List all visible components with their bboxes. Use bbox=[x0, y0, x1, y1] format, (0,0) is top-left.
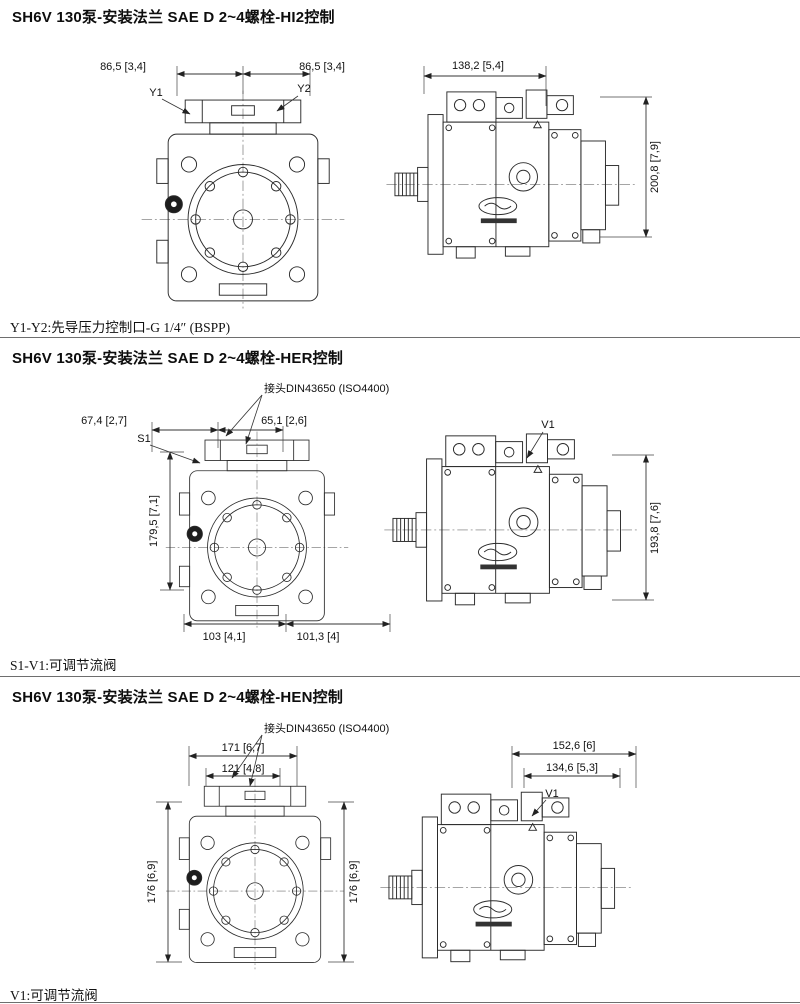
drawing-hen: 接头DIN43650 (ISO4400) 171 [6,7] 121 [4,8]… bbox=[146, 722, 637, 970]
section-divider-2 bbox=[0, 676, 800, 677]
hi2-side-dimensions: 138,2 [5,4] 200,8 [7,9] bbox=[423, 60, 661, 238]
dim-her-side-height: 193,8 [7,6] bbox=[649, 502, 661, 554]
hen-front-dimensions: 171 [6,7] 121 [4,8] 176 [6,9] 176 [6,9] bbox=[146, 742, 360, 963]
dim-her-bottom-right: 101,3 [4] bbox=[297, 631, 340, 643]
dim-hen-height-right: 176 [6,9] bbox=[348, 861, 360, 904]
dim-hen-top-inner: 121 [4,8] bbox=[222, 763, 265, 775]
connector-label-hen: 接头DIN43650 (ISO4400) bbox=[264, 722, 389, 735]
note-s1-v1: S1-V1:可调节流阀 bbox=[10, 658, 117, 673]
her-side-view bbox=[383, 433, 639, 606]
hen-side-dimensions: 152,6 [6] 134,6 [5,3] V1 bbox=[511, 740, 637, 817]
dim-hi2-top-right: 86,5 [3,4] bbox=[299, 61, 345, 73]
port-label-y1: Y1 bbox=[149, 87, 162, 99]
connector-label-her: 接头DIN43650 (ISO4400) bbox=[264, 382, 389, 395]
port-label-y2: Y2 bbox=[297, 83, 310, 95]
dim-her-top-left: 67,4 [2,7] bbox=[81, 415, 127, 427]
drawing-hi2: 86,5 [3,4] 86,5 [3,4] Y1 Y2 138,2 [5,4] … bbox=[100, 60, 661, 309]
hi2-side-view bbox=[385, 89, 637, 259]
dim-hen-side-outer: 152,6 [6] bbox=[553, 740, 596, 752]
hi2-front-view bbox=[141, 90, 345, 309]
note-v1: V1:可调节流阀 bbox=[10, 988, 98, 1003]
section-divider-1 bbox=[0, 337, 800, 338]
dim-hen-height-left: 176 [6,9] bbox=[146, 861, 158, 904]
section-heading-her: SH6V 130泵-安装法兰 SAE D 2~4螺栓-HER控制 bbox=[12, 350, 344, 367]
section-heading-hen: SH6V 130泵-安装法兰 SAE D 2~4螺栓-HEN控制 bbox=[12, 689, 344, 706]
her-front-dimensions: 67,4 [2,7] 65,1 [2,6] S1 179,5 [7,1] 103… bbox=[81, 415, 391, 643]
hen-front-view bbox=[165, 777, 345, 970]
section-heading-hi2: SH6V 130泵-安装法兰 SAE D 2~4螺栓-HI2控制 bbox=[12, 9, 335, 26]
page-bottom-rule bbox=[0, 1002, 800, 1003]
port-label-v1-her: V1 bbox=[541, 419, 554, 431]
dim-her-bottom-left: 103 [4,1] bbox=[203, 631, 246, 643]
port-label-v1-hen: V1 bbox=[545, 788, 558, 800]
note-y1-y2: Y1-Y2:先导压力控制口-G 1/4″ (BSPP) bbox=[10, 320, 231, 335]
dim-hi2-side-height: 200,8 [7,9] bbox=[649, 141, 661, 193]
dim-hi2-top-left: 86,5 [3,4] bbox=[100, 61, 146, 73]
dim-hen-top-outer: 171 [6,7] bbox=[222, 742, 265, 754]
dim-hi2-side-width: 138,2 [5,4] bbox=[452, 60, 504, 72]
dim-her-top-right: 65,1 [2,6] bbox=[261, 415, 307, 427]
drawing-her: 接头DIN43650 (ISO4400) 67,4 [2,7] 65,1 [2,… bbox=[81, 382, 661, 643]
dim-her-front-height: 179,5 [7,1] bbox=[148, 495, 160, 547]
her-side-dimensions: V1 193,8 [7,6] bbox=[526, 419, 661, 601]
dim-hen-side-inner: 134,6 [5,3] bbox=[546, 762, 598, 774]
hi2-front-dimensions: 86,5 [3,4] 86,5 [3,4] Y1 Y2 bbox=[100, 61, 345, 115]
port-label-s1: S1 bbox=[137, 433, 150, 445]
hen-side-view bbox=[379, 791, 633, 963]
